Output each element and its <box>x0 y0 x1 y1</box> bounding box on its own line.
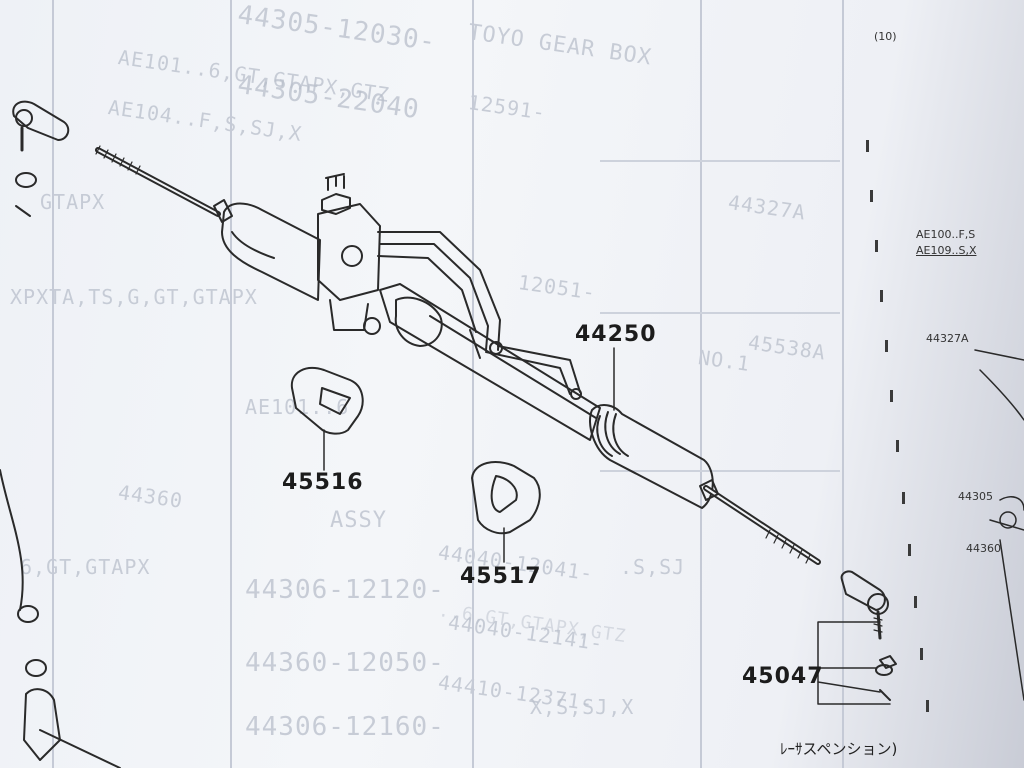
left-tie-rod <box>95 145 233 223</box>
fold-dash <box>875 240 878 252</box>
part-label-45516: 45516 <box>282 470 364 495</box>
fold-dash <box>926 700 929 712</box>
page-corner-number: (10) <box>874 30 897 43</box>
fold-dash <box>914 596 917 608</box>
fold-dash <box>866 140 869 152</box>
grid-line <box>842 0 844 768</box>
bleed-text: 44306-12120- <box>245 575 445 605</box>
bleed-text: 44306-12160- <box>245 712 445 742</box>
part-label-44250: 44250 <box>575 322 657 347</box>
hydraulic-pipes <box>377 231 582 400</box>
fold-dash <box>896 440 899 452</box>
right-page-code: 44327A <box>926 332 969 345</box>
bracket-45517 <box>471 461 541 563</box>
right-boot <box>589 404 714 509</box>
grid-line <box>700 0 702 768</box>
bleed-text: ASSY <box>330 508 387 533</box>
right-tie-rod <box>699 479 821 565</box>
part-label-45047: 45047 <box>742 664 824 689</box>
right-page-code: AE109..S,X <box>916 244 977 257</box>
fold-dash <box>890 390 893 402</box>
fold-dash <box>908 544 911 556</box>
part-label-45517: 45517 <box>460 564 542 589</box>
right-page-code: AE100..F,S <box>916 228 976 241</box>
bleed-text: 6,GT,GTAPX <box>20 555 151 579</box>
bleed-text: 44360-12050- <box>245 648 445 678</box>
left-boot <box>221 202 321 301</box>
grid-line <box>600 160 840 162</box>
fold-dash <box>902 492 905 504</box>
section-caption: ﾚｰｻスペンション) <box>780 740 898 758</box>
bleed-text: .S,SJ <box>620 555 686 579</box>
tie-rod-end-assembly <box>817 570 897 705</box>
valve-housing <box>317 173 381 335</box>
right-page-parts <box>974 349 1024 701</box>
bleed-text: GTAPX <box>40 190 106 214</box>
bracket-45516 <box>290 367 364 471</box>
fold-dash <box>870 190 873 202</box>
bleed-text: XPXTA,TS,G,GT,GTAPX <box>10 285 258 309</box>
grid-line <box>600 312 840 314</box>
fold-dash <box>880 290 883 302</box>
bleed-text: X,S,SJ,X <box>530 695 635 719</box>
right-page-code: 44360 <box>966 542 1001 555</box>
grid-line <box>472 0 474 768</box>
grid-line <box>600 470 840 472</box>
grid-line <box>230 0 232 768</box>
fold-dash <box>885 340 888 352</box>
left-edge-parts <box>0 100 121 768</box>
fold-dash <box>920 648 923 660</box>
rack-housing <box>379 283 601 441</box>
grid-line <box>52 0 54 768</box>
right-page-code: 44305 <box>958 490 993 503</box>
